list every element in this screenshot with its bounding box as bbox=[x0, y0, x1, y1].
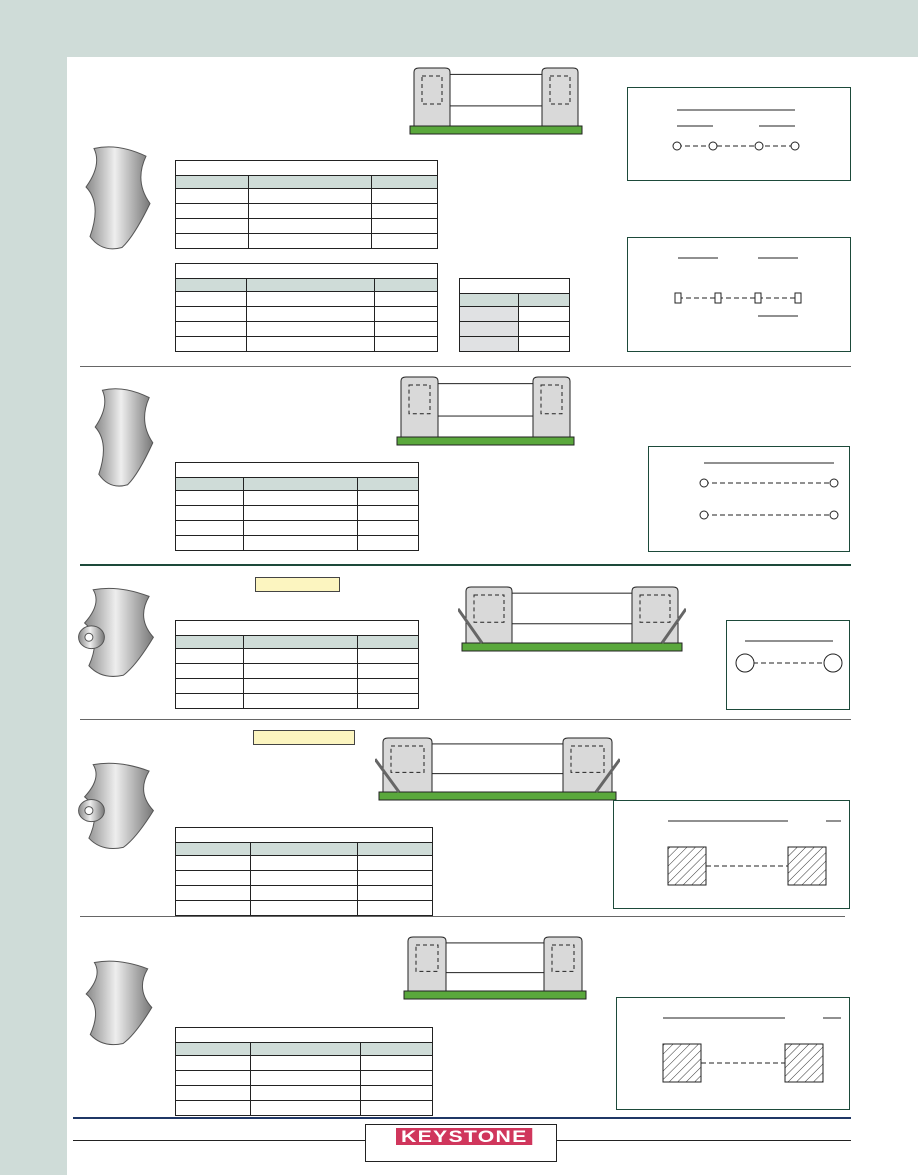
table-header-row bbox=[175, 1042, 433, 1056]
footprint-diagram bbox=[627, 237, 851, 352]
footprint-diagram bbox=[613, 800, 850, 909]
section-divider bbox=[80, 366, 851, 367]
fuse-clip-photo bbox=[85, 960, 153, 1046]
footprint-diagram bbox=[627, 87, 851, 181]
table-row bbox=[175, 291, 438, 307]
section-divider bbox=[80, 719, 851, 720]
table-header-row bbox=[175, 278, 438, 292]
table-row bbox=[174, 203, 438, 219]
footprint-drawing bbox=[672, 109, 800, 151]
header-band bbox=[67, 0, 918, 57]
section-divider bbox=[80, 564, 851, 566]
table-row bbox=[175, 321, 438, 337]
table-header-row bbox=[174, 477, 419, 491]
table-row bbox=[175, 885, 433, 901]
footprint-diagram bbox=[648, 446, 850, 552]
spec-table bbox=[175, 1027, 433, 1116]
table-header-row bbox=[458, 293, 570, 307]
footprint-drawing bbox=[735, 640, 843, 673]
table-header-row bbox=[174, 175, 438, 189]
table-header-row bbox=[175, 842, 433, 856]
spec-table bbox=[174, 620, 419, 709]
highlight-label bbox=[255, 577, 340, 592]
table-row bbox=[175, 855, 433, 871]
table-title-row bbox=[459, 278, 570, 294]
fuse-holder-drawing bbox=[396, 376, 575, 446]
table-row bbox=[175, 1055, 433, 1071]
fuse-clip-photo bbox=[94, 388, 154, 487]
table-row bbox=[175, 870, 433, 886]
table-row bbox=[174, 233, 438, 249]
table-row bbox=[175, 306, 438, 322]
keystone-logo: KEYSTONE bbox=[396, 1128, 533, 1145]
footprint-diagram bbox=[726, 620, 850, 710]
table-row bbox=[174, 678, 419, 694]
spec-table bbox=[175, 827, 433, 916]
table-row bbox=[174, 693, 419, 709]
fuse-clip-photo bbox=[85, 146, 151, 250]
table-row bbox=[174, 520, 419, 536]
table-row bbox=[174, 218, 438, 234]
table-row bbox=[458, 336, 570, 352]
footprint-drawing bbox=[674, 257, 802, 317]
spec-table bbox=[174, 462, 419, 551]
table-row bbox=[174, 663, 419, 679]
table-row bbox=[174, 505, 419, 521]
sidebar bbox=[0, 0, 67, 1175]
table-row bbox=[175, 1070, 433, 1086]
fuse-clip-photo bbox=[78, 587, 155, 677]
table-title-row bbox=[175, 827, 433, 843]
spec-table bbox=[175, 263, 438, 352]
table-row bbox=[174, 535, 419, 551]
fuse-clip-photo bbox=[78, 762, 155, 850]
footer-rule bbox=[73, 1117, 851, 1119]
table-row bbox=[458, 321, 570, 337]
section-divider bbox=[80, 916, 845, 917]
fuse-holder-drawing bbox=[409, 67, 583, 135]
footprint-drawing bbox=[662, 1017, 841, 1083]
footprint-drawing bbox=[699, 462, 839, 520]
spec-table bbox=[174, 160, 438, 249]
table-row bbox=[175, 336, 438, 352]
table-row bbox=[174, 648, 419, 664]
table-row bbox=[174, 490, 419, 506]
spec-table bbox=[458, 278, 570, 352]
table-title-row bbox=[175, 1027, 433, 1043]
fuse-holder-drawing bbox=[458, 586, 686, 652]
table-row bbox=[458, 306, 570, 322]
logo-box: KEYSTONE bbox=[365, 1124, 557, 1162]
highlight-label bbox=[253, 730, 355, 745]
footprint-drawing bbox=[667, 820, 841, 886]
table-title-row bbox=[175, 263, 438, 279]
table-title-row bbox=[175, 620, 419, 636]
table-title-row bbox=[175, 462, 419, 478]
table-row bbox=[175, 1100, 433, 1116]
table-row bbox=[175, 1085, 433, 1101]
footprint-diagram bbox=[616, 997, 850, 1110]
table-row bbox=[174, 188, 438, 204]
fuse-holder-drawing bbox=[403, 936, 587, 1000]
fuse-holder-drawing bbox=[375, 737, 620, 801]
table-header-row bbox=[174, 635, 419, 649]
table-title-row bbox=[175, 160, 438, 176]
table-row bbox=[175, 900, 433, 916]
